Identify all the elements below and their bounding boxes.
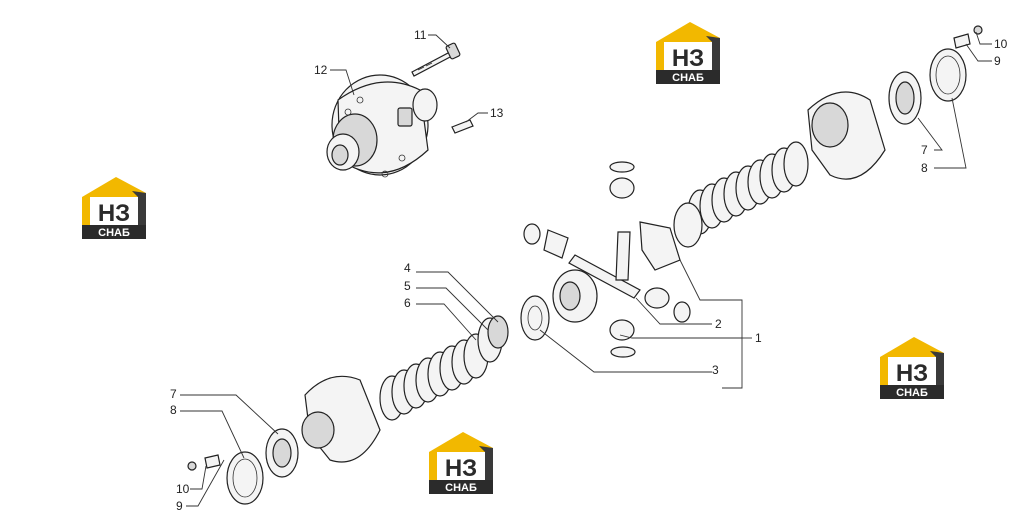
callout-10-left: 10 (176, 482, 190, 496)
clutch-pack-upper (673, 141, 809, 248)
svg-text:НЗ: НЗ (672, 45, 704, 72)
svg-text:НЗ: НЗ (98, 200, 130, 227)
pin-13 (451, 119, 474, 134)
callout-1: 1 (755, 331, 762, 345)
svg-text:СНАБ: СНАБ (98, 227, 130, 239)
callout-12: 12 (314, 63, 328, 77)
clutch-pack-lower (379, 315, 509, 421)
svg-text:НЗ: НЗ (445, 455, 477, 482)
watermark-logo-bottom: НЗ СНАБ (429, 432, 493, 494)
svg-text:СНАБ: СНАБ (896, 387, 928, 399)
differential-housing-12 (326, 74, 438, 178)
callout-11: 11 (414, 28, 427, 42)
svg-text:СНАБ: СНАБ (672, 72, 704, 84)
left-cover-housing (187, 375, 381, 505)
callout-6: 6 (404, 296, 411, 310)
callout-13: 13 (490, 106, 504, 120)
callout-8-left: 8 (170, 403, 177, 417)
callout-8-right: 8 (921, 161, 928, 175)
svg-text:НЗ: НЗ (896, 360, 928, 387)
watermark-logo-left: НЗ СНАБ (82, 177, 146, 239)
callout-7-left: 7 (170, 387, 177, 401)
callout-7-right: 7 (921, 143, 928, 157)
callout-2: 2 (715, 317, 722, 331)
leader-lines (180, 31, 992, 507)
callout-5: 5 (404, 279, 411, 293)
watermark-logo-right: НЗ СНАБ (880, 337, 944, 399)
callout-10-right: 10 (994, 37, 1008, 51)
callout-3: 3 (712, 363, 719, 377)
callout-9-left: 9 (176, 499, 183, 513)
svg-text:СНАБ: СНАБ (445, 482, 477, 494)
spider-gears-assembly (520, 161, 691, 358)
callout-9-right: 9 (994, 54, 1001, 68)
callout-4: 4 (404, 261, 411, 275)
right-cover-housing (807, 25, 983, 180)
watermark-logo-top: НЗ СНАБ (656, 22, 720, 84)
callout-labels: 11 12 13 10 9 7 8 1 2 3 4 5 6 7 8 10 9 (170, 28, 1008, 513)
bolt-11 (411, 42, 461, 77)
